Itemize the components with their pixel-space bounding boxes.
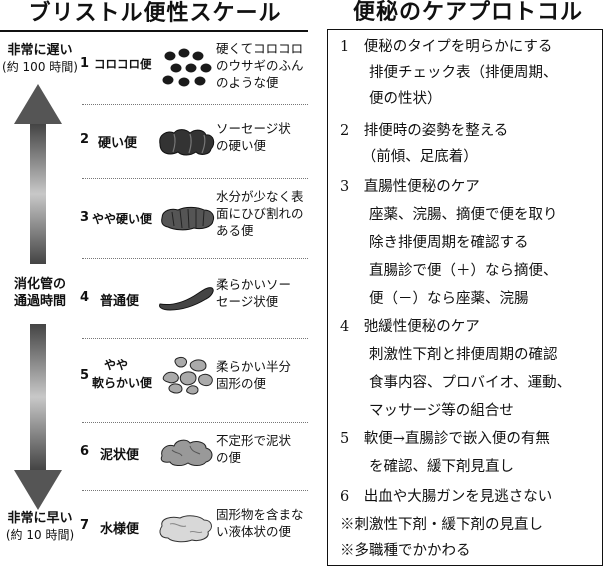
row-divider — [82, 258, 308, 259]
type-description: 硬くてコロコロ — [216, 41, 304, 56]
type-number: 1 — [80, 56, 90, 71]
type-number: 7 — [80, 518, 90, 533]
stool-type-5-icon — [162, 357, 213, 395]
type-number: 5 — [80, 368, 90, 383]
type-description: 柔らかい半分 — [216, 359, 292, 374]
protocol-line: ※多職種でかかわる — [340, 543, 471, 559]
arrow-head-down — [14, 470, 62, 510]
protocol-line: 2 排便時の姿勢を整える — [340, 123, 509, 139]
type-name: 水様便 — [100, 522, 140, 537]
protocol-line: 便（－）なら座薬、浣腸 — [340, 291, 529, 307]
stool-type-3-icon — [161, 206, 215, 231]
type-number: 3 — [80, 210, 90, 225]
protocol-line: 排便チェック表（排便周期、 — [340, 65, 558, 81]
protocol-line: （前傾、足底着） — [340, 149, 478, 165]
type-description: 不定形で泥状 — [216, 433, 292, 448]
type-name: やや — [104, 358, 129, 372]
row-divider — [82, 490, 308, 491]
bottom-speed-label: 非常に早い — [7, 511, 73, 526]
type-description: ある便 — [216, 223, 254, 238]
protocol-title: 便秘のケアプロトコル — [352, 0, 583, 25]
protocol-line: 5 軟便→直腸診で嵌入便の有無 — [340, 431, 550, 447]
stool-type-row: 5 やや 軟らかい便 柔らかい半分 固形の便 — [78, 346, 310, 416]
arrow-shaft — [30, 324, 46, 470]
bottom-time-label: (約 10 時間) — [5, 528, 75, 542]
arrow-shaft — [30, 124, 46, 264]
type-name: 普通便 — [100, 294, 140, 309]
type-description: のウサギのふん — [216, 58, 304, 73]
stool-type-row: 3 やや硬い便 水分が少なく表 面にひび割れの ある便 — [78, 186, 310, 252]
protocol-line: 座薬、浣腸、摘便で便を取り — [340, 207, 558, 223]
protocol-line: 4 弛緩性便秘のケア — [340, 319, 480, 335]
protocol-line: 便の性状） — [340, 91, 442, 107]
stool-type-row: 6 泥状便 不定形で泥状 の便 — [78, 428, 310, 484]
type-number: 2 — [80, 132, 90, 147]
type-description: い液体状の便 — [216, 524, 292, 539]
protocol-line: 直腸診で便（＋）なら摘便、 — [340, 263, 558, 279]
row-divider — [82, 422, 308, 423]
stool-type-6-icon — [160, 439, 213, 466]
type-description: 固形の便 — [216, 376, 267, 391]
transit-label-2: 通過時間 — [13, 294, 66, 309]
stool-type-row: 7 水様便 固形物を含まな い液体状の便 — [78, 498, 310, 558]
stool-type-1-icon — [162, 48, 212, 87]
type-name: やや硬い便 — [92, 212, 153, 226]
title-underline — [0, 30, 308, 32]
transit-label-1: 消化管の — [13, 277, 66, 292]
protocol-line: 食事内容、プロバイオ、運動、 — [340, 375, 572, 391]
type-number: 4 — [80, 290, 90, 305]
type-description: ソーセージ状 — [216, 121, 291, 136]
row-divider — [82, 178, 308, 179]
top-speed-label: 非常に遅い — [7, 43, 73, 58]
stool-type-row: 1 コロコロ便 硬くてコロコロ のウサギのふん のような便 — [78, 38, 310, 100]
protocol-line: 6 出血や大腸ガンを見逃さない — [340, 489, 553, 505]
type-name: 硬い便 — [98, 136, 138, 151]
type-description: 水分が少なく表 — [216, 189, 304, 204]
type-number: 6 — [80, 444, 90, 459]
stool-type-7-icon — [159, 515, 212, 543]
protocol-line: 3 直腸性便秘のケア — [340, 179, 480, 195]
bristol-scale-title: ブリストル便性スケール — [28, 1, 282, 26]
row-divider — [82, 104, 308, 105]
arrow-head-up — [14, 84, 62, 124]
stool-type-2-icon — [159, 129, 215, 156]
transit-time-arrow — [14, 84, 62, 510]
type-description: 柔らかいソー — [216, 277, 292, 292]
type-description: の硬い便 — [216, 138, 267, 153]
protocol-line: 刺激性下剤と排便周期の確認 — [340, 347, 558, 363]
type-description: のような便 — [216, 75, 279, 90]
type-name: コロコロ便 — [94, 57, 152, 71]
stool-type-row: 4 普通便 柔らかいソー セージ状便 — [78, 266, 310, 330]
protocol-line: 除き排便周期を確認する — [340, 235, 529, 251]
protocol-line: マッサージ等の組合せ — [340, 403, 514, 419]
stool-type-4-icon — [159, 287, 214, 311]
type-description: の便 — [216, 450, 242, 465]
protocol-line: を確認、緩下剤見直し — [340, 459, 514, 475]
type-description: 面にひび割れの — [216, 206, 304, 221]
protocol-box — [327, 29, 603, 566]
protocol-line: ※刺激性下剤・緩下剤の見直し — [340, 517, 543, 533]
type-description: セージ状便 — [216, 294, 279, 309]
type-name-line-2: 軟らかい便 — [92, 376, 153, 390]
stool-type-row: 2 硬い便 ソーセージ状 の硬い便 — [78, 112, 310, 172]
top-time-label: (約 100 時間) — [2, 60, 78, 74]
type-name: 泥状便 — [100, 448, 140, 463]
protocol-line: 1 便秘のタイプを明らかにする — [340, 39, 553, 55]
row-divider — [82, 338, 308, 339]
type-description: 固形物を含まな — [216, 507, 304, 522]
